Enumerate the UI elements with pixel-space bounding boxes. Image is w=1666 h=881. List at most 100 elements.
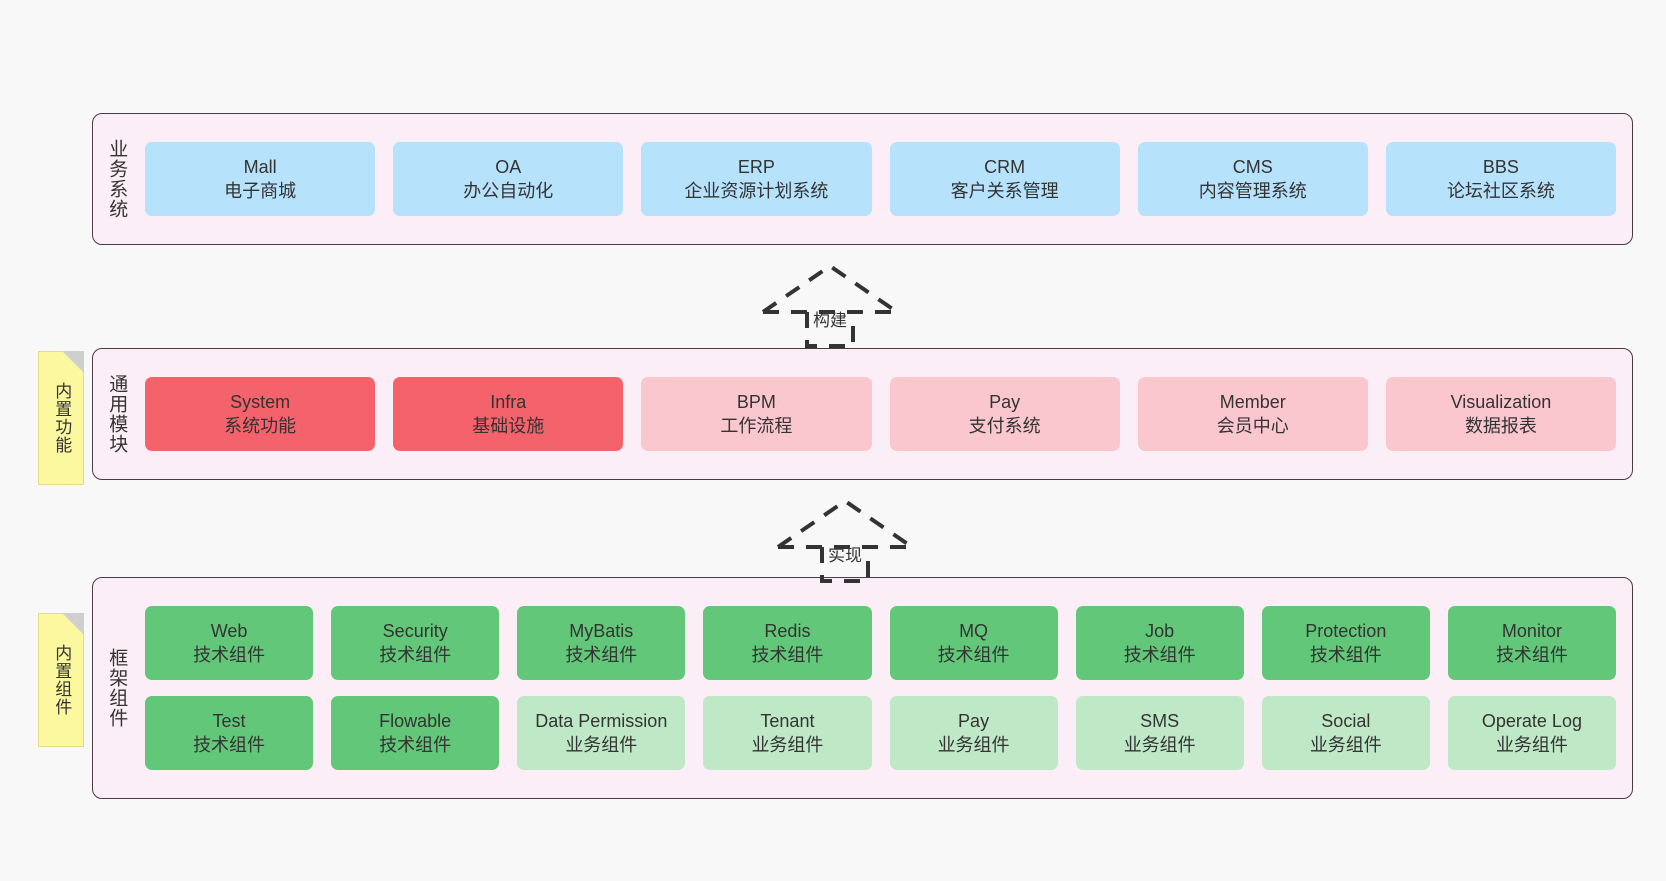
module-name-en: BPM — [736, 391, 776, 412]
module-name-en: Flowable — [379, 710, 452, 731]
module-name-en: Social — [1321, 710, 1371, 731]
module-name-cn: 技术组件 — [565, 645, 638, 665]
module-name-cn: 数据报表 — [1464, 416, 1537, 436]
module-box-operate-log[interactable]: Operate Log 业务组件 — [1447, 696, 1616, 770]
module-name-cn: 工作流程 — [720, 416, 793, 436]
module-box-infra[interactable]: Infra 基础设施 — [393, 377, 624, 451]
sticky-note-label: 内置功能 — [52, 382, 72, 454]
module-name-cn: 论坛社区系统 — [1446, 181, 1555, 201]
module-box-erp[interactable]: ERP 企业资源计划系统 — [641, 142, 872, 216]
module-box-web[interactable]: Web 技术组件 — [145, 606, 314, 680]
module-row: System 系统功能 Infra 基础设施 BPM 工作流程 Pay 支付系统… — [145, 377, 1617, 451]
layer-body-common: System 系统功能 Infra 基础设施 BPM 工作流程 Pay 支付系统… — [139, 349, 1632, 479]
layer-title-business: 业务系统 — [106, 139, 128, 219]
module-row: Mall 电子商城 OA 办公自动化 ERP 企业资源计划系统 CRM 客户关系… — [145, 142, 1617, 216]
module-box-tenant[interactable]: Tenant 业务组件 — [703, 696, 872, 770]
module-name-en: Data Permission — [535, 710, 668, 731]
module-box-mybatis[interactable]: MyBatis 技术组件 — [517, 606, 686, 680]
module-box-mq[interactable]: MQ 技术组件 — [889, 606, 1058, 680]
module-name-en: Infra — [490, 391, 527, 412]
module-box-bpm[interactable]: BPM 工作流程 — [641, 377, 872, 451]
module-name-cn: 技术组件 — [1123, 645, 1196, 665]
module-name-en: Job — [1145, 620, 1175, 641]
module-name-cn: 技术组件 — [1495, 645, 1568, 665]
layer-framework-component: 框架组件 Web 技术组件 Security 技术组件 MyBatis 技术组件… — [92, 577, 1633, 799]
module-box-pay-business[interactable]: Pay 业务组件 — [889, 696, 1058, 770]
module-name-cn: 会员中心 — [1216, 416, 1289, 436]
module-name-en: Mall — [243, 156, 277, 177]
module-name-cn: 技术组件 — [1309, 645, 1382, 665]
module-box-pay[interactable]: Pay 支付系统 — [889, 377, 1120, 451]
module-name-en: Security — [382, 620, 448, 641]
module-name-en: CMS — [1232, 156, 1273, 177]
module-name-cn: 技术组件 — [193, 735, 266, 755]
module-name-en: Pay — [989, 391, 1021, 412]
module-name-en: System — [230, 391, 291, 412]
module-box-flowable[interactable]: Flowable 技术组件 — [331, 696, 500, 770]
module-name-en: Operate Log — [1481, 710, 1582, 731]
module-name-cn: 技术组件 — [379, 645, 452, 665]
layer-common-module: 通用模块 System 系统功能 Infra 基础设施 BPM 工作流程 Pay… — [92, 348, 1633, 480]
module-name-en: MQ — [959, 620, 989, 641]
sticky-note-builtin-function: 内置功能 — [38, 351, 84, 485]
module-box-system[interactable]: System 系统功能 — [145, 377, 376, 451]
module-name-en: Visualization — [1450, 391, 1552, 412]
module-name-en: Web — [210, 620, 248, 641]
sticky-note-builtin-component: 内置组件 — [38, 613, 84, 747]
module-name-en: Tenant — [760, 710, 815, 731]
module-name-en: Pay — [958, 710, 990, 731]
module-name-en: OA — [495, 156, 522, 177]
module-box-job[interactable]: Job 技术组件 — [1075, 606, 1244, 680]
module-box-monitor[interactable]: Monitor 技术组件 — [1447, 606, 1616, 680]
module-name-cn: 业务组件 — [1495, 735, 1568, 755]
connector-label-implement: 实现 — [828, 546, 862, 565]
module-box-oa[interactable]: OA 办公自动化 — [393, 142, 624, 216]
module-name-en: MyBatis — [569, 620, 634, 641]
module-box-crm[interactable]: CRM 客户关系管理 — [889, 142, 1120, 216]
module-box-security[interactable]: Security 技术组件 — [331, 606, 500, 680]
module-name-cn: 内容管理系统 — [1198, 181, 1307, 201]
module-name-cn: 技术组件 — [937, 645, 1010, 665]
module-name-en: BBS — [1482, 156, 1519, 177]
module-name-cn: 业务组件 — [751, 735, 824, 755]
module-name-cn: 企业资源计划系统 — [684, 181, 829, 201]
connector-build: 构建 — [755, 258, 905, 348]
module-name-cn: 业务组件 — [1309, 735, 1382, 755]
module-name-en: Redis — [764, 620, 811, 641]
module-box-visualization[interactable]: Visualization 数据报表 — [1385, 377, 1617, 451]
layer-title-common: 通用模块 — [106, 374, 128, 454]
module-box-sms[interactable]: SMS 业务组件 — [1075, 696, 1244, 770]
layer-business-system: 业务系统 Mall 电子商城 OA 办公自动化 ERP 企业资源计划系统 CRM… — [92, 113, 1633, 245]
module-name-cn: 系统功能 — [224, 416, 297, 436]
module-name-cn: 业务组件 — [1123, 735, 1196, 755]
module-name-en: CRM — [984, 156, 1026, 177]
module-name-cn: 业务组件 — [565, 735, 638, 755]
module-box-cms[interactable]: CMS 内容管理系统 — [1137, 142, 1368, 216]
module-box-mall[interactable]: Mall 电子商城 — [145, 142, 376, 216]
module-box-data-permission[interactable]: Data Permission 业务组件 — [517, 696, 686, 770]
module-box-bbs[interactable]: BBS 论坛社区系统 — [1385, 142, 1617, 216]
layer-body-framework: Web 技术组件 Security 技术组件 MyBatis 技术组件 Redi… — [139, 578, 1632, 798]
layer-title-framework: 框架组件 — [106, 648, 128, 728]
module-name-cn: 客户关系管理 — [950, 181, 1059, 201]
module-name-en: Monitor — [1501, 620, 1562, 641]
module-name-cn: 电子商城 — [224, 181, 297, 201]
module-row: Web 技术组件 Security 技术组件 MyBatis 技术组件 Redi… — [145, 606, 1616, 680]
module-row: Test 技术组件 Flowable 技术组件 Data Permission … — [145, 696, 1616, 770]
module-name-cn: 技术组件 — [751, 645, 824, 665]
module-name-cn: 技术组件 — [379, 735, 452, 755]
module-box-member[interactable]: Member 会员中心 — [1137, 377, 1368, 451]
module-box-social[interactable]: Social 业务组件 — [1261, 696, 1430, 770]
module-name-cn: 办公自动化 — [463, 181, 554, 201]
connector-label-build: 构建 — [813, 311, 847, 330]
sticky-note-label: 内置组件 — [52, 644, 72, 716]
module-name-cn: 基础设施 — [472, 416, 545, 436]
module-box-protection[interactable]: Protection 技术组件 — [1261, 606, 1430, 680]
module-box-redis[interactable]: Redis 技术组件 — [703, 606, 872, 680]
module-name-en: SMS — [1140, 710, 1180, 731]
module-box-test[interactable]: Test 技术组件 — [145, 696, 314, 770]
module-name-en: ERP — [737, 156, 775, 177]
module-name-cn: 业务组件 — [937, 735, 1010, 755]
module-name-en: Test — [212, 710, 246, 731]
